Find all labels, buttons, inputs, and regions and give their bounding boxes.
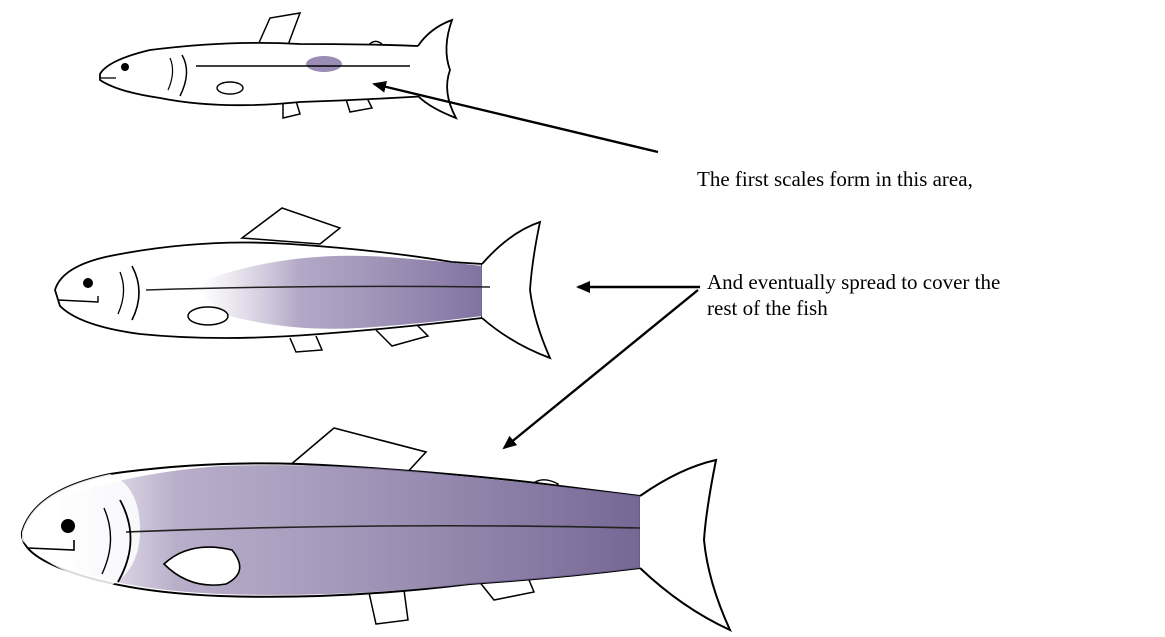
eye — [121, 63, 129, 71]
tail-fin — [640, 460, 730, 630]
arrow-to-small-fish — [374, 84, 658, 152]
medium-fish — [55, 208, 550, 358]
small-fish — [100, 13, 456, 118]
dorsal-fin — [242, 208, 340, 244]
head — [22, 474, 140, 586]
pelvic-fin — [290, 336, 322, 352]
spread-label-line-2: rest of the fish — [707, 295, 1000, 321]
spread-label: And eventually spread to cover the rest … — [707, 269, 1000, 321]
eye — [61, 519, 75, 533]
pectoral-fin — [188, 307, 228, 325]
pectoral-fin — [217, 82, 243, 94]
large-fish — [22, 428, 730, 630]
tail-fin — [482, 222, 550, 358]
spread-label-line-1: And eventually spread to cover the — [707, 269, 1000, 295]
dorsal-fin — [258, 13, 300, 45]
scale-patch — [306, 56, 342, 72]
eye — [83, 278, 93, 288]
first-scales-label: The first scales form in this area, — [697, 166, 973, 192]
body — [100, 43, 428, 105]
